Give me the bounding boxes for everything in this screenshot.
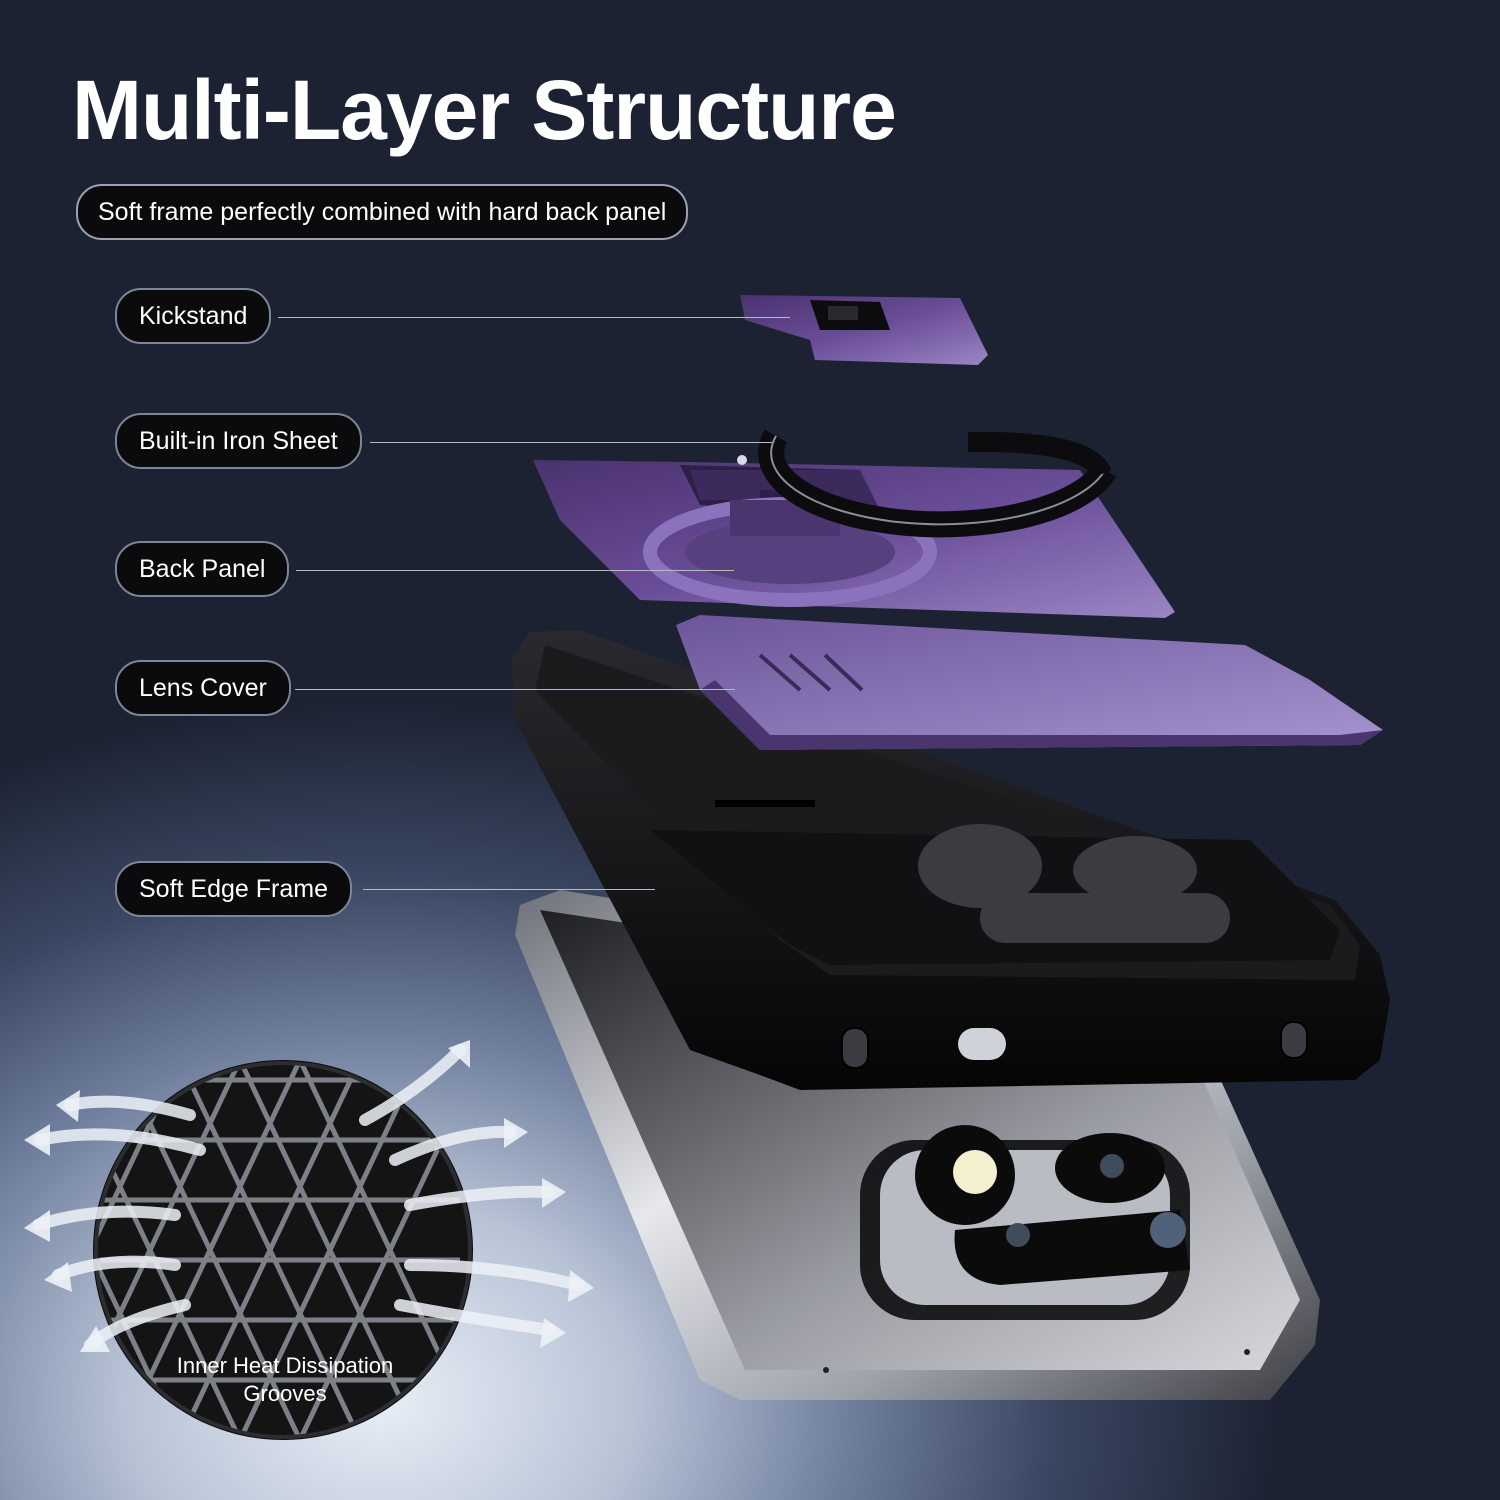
subtitle-pill: Soft frame perfectly combined with hard … — [76, 184, 689, 240]
label-lens-cover: Lens Cover — [115, 660, 291, 716]
page-title: Multi-Layer Structure — [72, 63, 897, 157]
soft-edge-frame-shape — [512, 630, 1390, 1090]
kickstand-shape — [740, 295, 988, 365]
iron-sheet-leader-line — [370, 442, 772, 443]
back-panel-shape — [533, 460, 1175, 618]
label-soft-edge-frame: Soft Edge Frame — [115, 861, 352, 917]
airflow-arrowheads — [24, 1040, 594, 1352]
label-kickstand: Kickstand — [115, 288, 272, 344]
label-built-in-iron-sheet: Built-in Iron Sheet — [115, 413, 362, 469]
heat-dissipation-caption: Inner Heat Dissipation Grooves — [176, 1353, 394, 1406]
lens-cover-leader-line — [295, 689, 735, 690]
soft-edge-frame-leader-line — [363, 889, 655, 890]
back-panel-leader-line — [296, 570, 734, 571]
kickstand-leader-line — [278, 317, 790, 318]
lens-cover-shape — [676, 615, 1383, 750]
label-back-panel: Back Panel — [115, 541, 290, 597]
iron-sheet-shape — [737, 429, 1117, 538]
heat-dissipation-circle — [93, 1060, 473, 1440]
